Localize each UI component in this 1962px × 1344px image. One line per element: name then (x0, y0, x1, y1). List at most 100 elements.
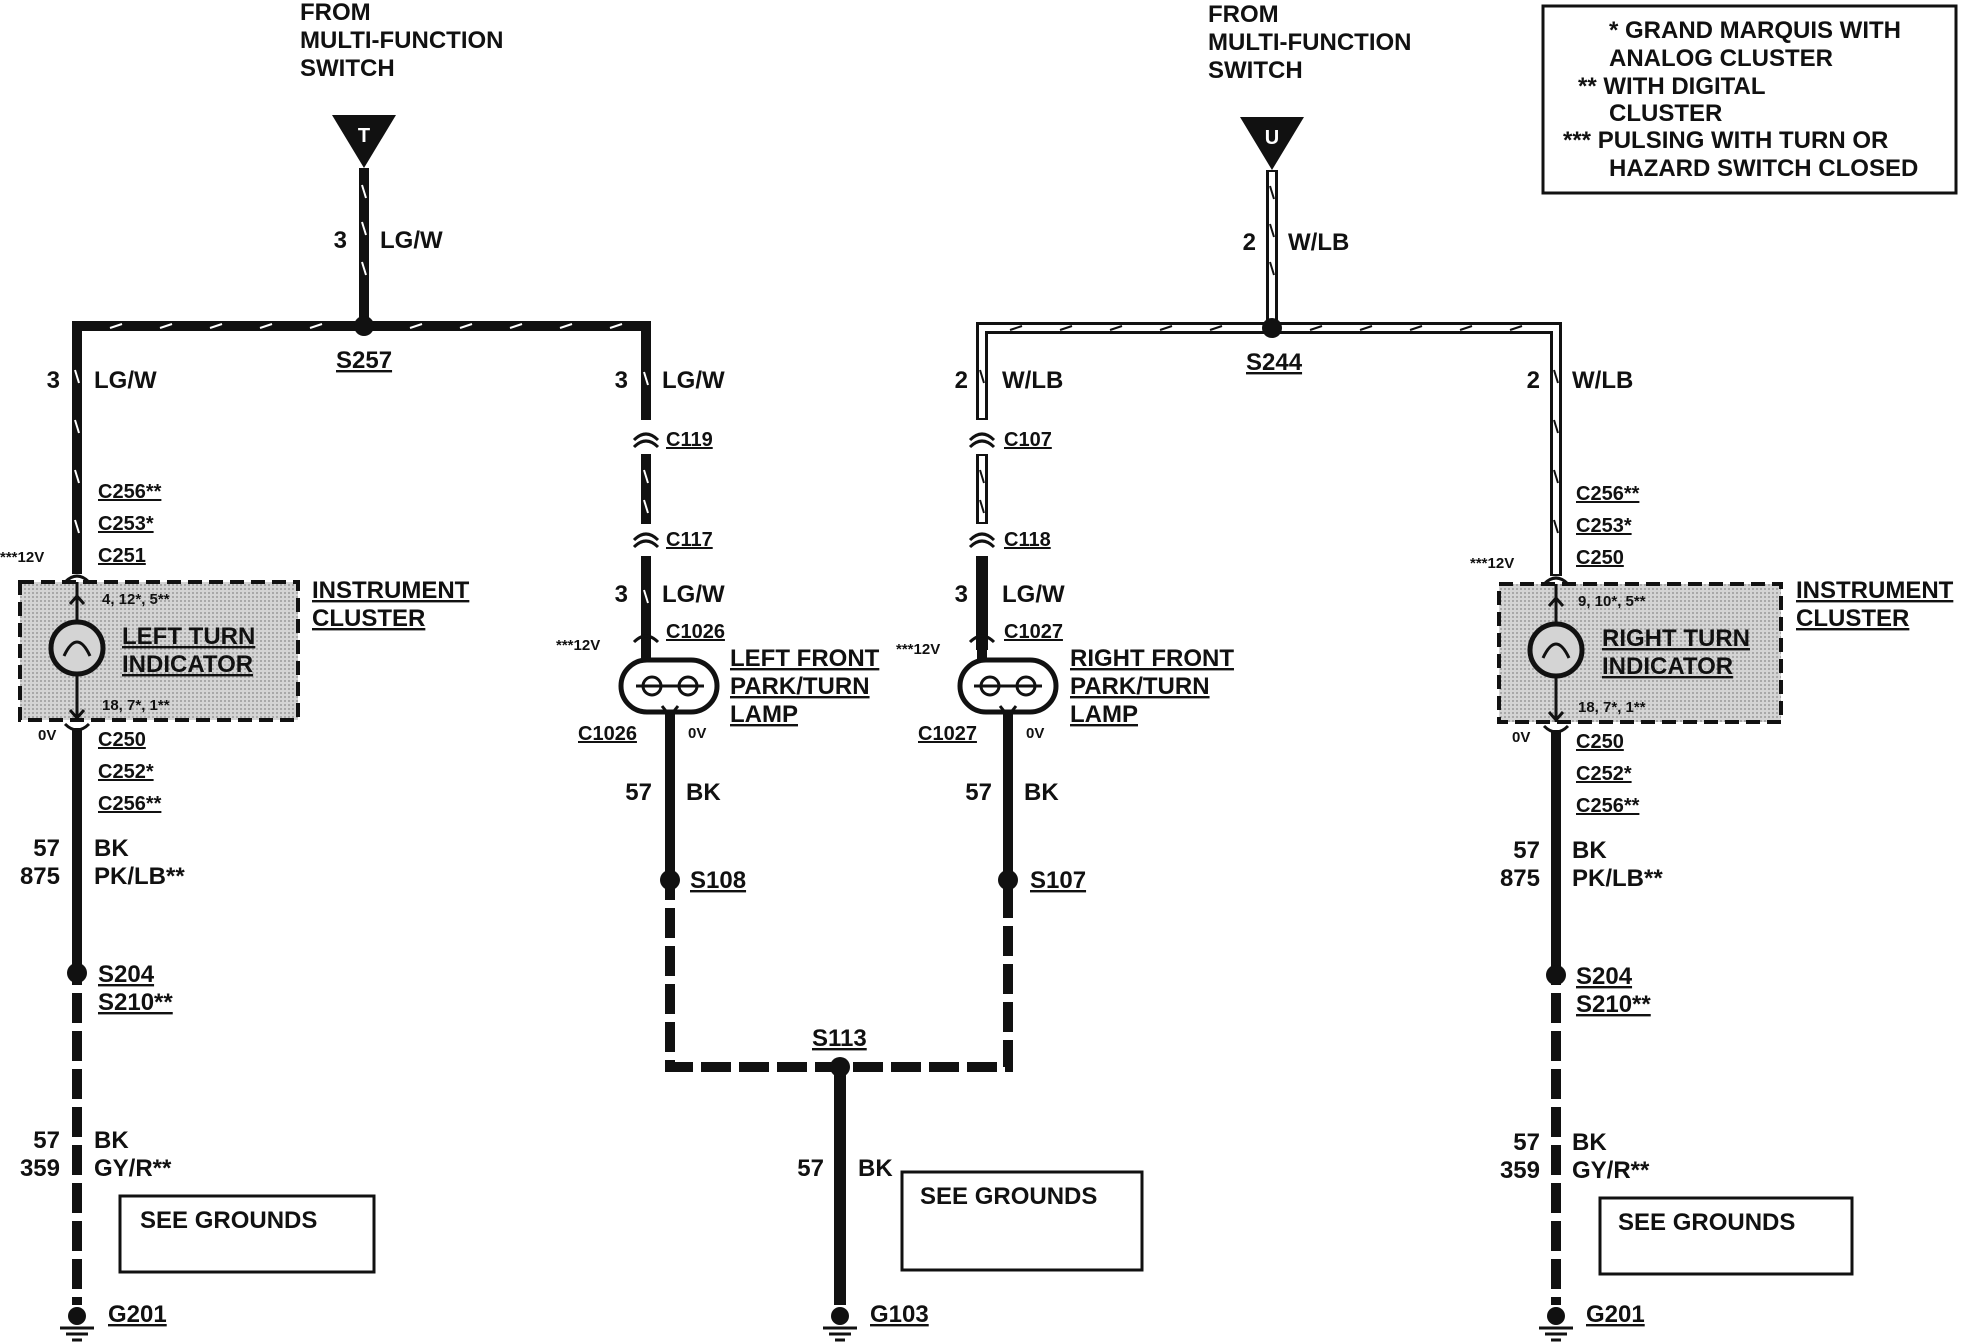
voltage-pulse-right-lamp: ***12V (896, 641, 940, 658)
connector-c118: C118 (1004, 529, 1051, 551)
left-lamp-label-1: LEFT FRONT (730, 645, 880, 672)
left-indicator-pins-top: 4, 12*, 5** (102, 591, 170, 608)
connector-c1027-top: C1027 (1004, 621, 1063, 643)
left-front-lamp (618, 657, 720, 719)
connector-c256-right-top: C256** (1576, 483, 1640, 505)
connector-u-letter: U (1265, 127, 1279, 149)
right-cluster-label-1: INSTRUMENT (1796, 577, 1954, 604)
wire-num-left-ground-4: 359 (20, 1155, 60, 1182)
ground-icon (68, 1307, 86, 1325)
wire-color-top-left: LG/W (380, 227, 443, 254)
connector-u-symbol: U (1240, 117, 1304, 170)
splice-s204-left-label: S204 (98, 961, 155, 988)
right-lamp-label-3: LAMP (1070, 701, 1138, 728)
legend-line-2: ANALOG CLUSTER (1609, 45, 1833, 72)
right-cluster-label-2: CLUSTER (1796, 605, 1909, 632)
wire-color-left-ground-1: BK (94, 835, 129, 862)
voltage-pulse-left-lamp: ***12V (556, 637, 600, 654)
legend-line-6: HAZARD SWITCH CLOSED (1609, 155, 1918, 182)
connector-c256-left-bottom: C256** (98, 793, 162, 815)
splice-dots (67, 316, 1566, 1077)
source-left-line-1: FROM (300, 0, 371, 26)
see-grounds-left-text: SEE GROUNDS (140, 1207, 317, 1234)
right-turn-bulb-icon (1527, 621, 1585, 679)
left-turn-bulb-icon (48, 619, 106, 677)
wire-num-left-ground-2: 875 (20, 863, 60, 890)
splice-s204-right-label: S204 (1576, 963, 1633, 990)
see-grounds-center-text: SEE GROUNDS (920, 1183, 1097, 1210)
splice-s113-label: S113 (812, 1025, 867, 1052)
wire-num-left-ground-3: 57 (33, 1127, 60, 1154)
voltage-zero-right-lamp: 0V (1026, 725, 1044, 742)
ground-g201-left-label: G201 (108, 1301, 167, 1328)
left-instrument-cluster: 4, 12*, 5** LEFT TURN INDICATOR 18, 7*, … (18, 580, 300, 722)
connector-c253-left: C253* (98, 513, 154, 535)
see-grounds-right-text: SEE GROUNDS (1618, 1209, 1795, 1236)
wire-color-lamp-ground-left: BK (686, 779, 721, 806)
right-indicator-label-1: RIGHT TURN (1602, 625, 1750, 652)
ground-icon (1547, 1307, 1565, 1325)
connector-c252-left: C252* (98, 761, 154, 783)
legend-box: * GRAND MARQUIS WITH ANALOG CLUSTER ** W… (1541, 4, 1958, 195)
splice-s210-right-label: S210** (1576, 991, 1651, 1018)
wire-color-top-right: W/LB (1288, 229, 1349, 256)
see-grounds-left: SEE GROUNDS (118, 1194, 376, 1274)
wire-num-lamp-left: 3 (615, 581, 628, 608)
wire-color-lamp-ground-right: BK (1024, 779, 1059, 806)
wire-color-lamp-left: LG/W (662, 581, 725, 608)
connector-labels: C256** C253* C251 C250 C252* C256** C256… (98, 429, 1640, 817)
wire-color-right-ground-2: PK/LB** (1572, 865, 1663, 892)
connector-c1026-bottom: C1026 (578, 723, 637, 745)
wire-color-right-branch: W/LB (1572, 367, 1633, 394)
ground-g201-left: G201 (60, 1301, 167, 1342)
splice-labels: S257 S244 S108 S107 S113 S204 S210** S20… (98, 347, 1651, 1052)
wlb-circuit (976, 170, 1562, 650)
wire-color-right-ground-1: BK (1572, 837, 1607, 864)
ground-g201-right-label: G201 (1586, 1301, 1645, 1328)
source-right-line-2: MULTI-FUNCTION (1208, 29, 1412, 56)
right-indicator-pins-bottom: 18, 7*, 1** (1578, 699, 1646, 716)
wire-num-lamp-ground-left: 57 (625, 779, 652, 806)
connector-c253-right: C253* (1576, 515, 1632, 537)
wire-color-left-ground-2: PK/LB** (94, 863, 185, 890)
wire-num-right-branch: 2 (1527, 367, 1540, 394)
left-indicator-label-1: LEFT TURN (122, 623, 255, 650)
right-indicator-pins-top: 9, 10*, 5** (1578, 593, 1646, 610)
left-cluster-label-2: CLUSTER (312, 605, 425, 632)
ground-icon (831, 1307, 849, 1325)
connector-c250-right-top: C250 (1576, 547, 1624, 569)
wire-num-center-right: 2 (955, 367, 968, 394)
source-right-line-3: SWITCH (1208, 57, 1303, 84)
source-right-label: FROM MULTI-FUNCTION SWITCH (1208, 1, 1412, 84)
wire-num-top-right: 2 (1243, 229, 1256, 256)
voltage-zero-left-cluster: 0V (38, 727, 56, 744)
right-indicator-label-2: INDICATOR (1602, 653, 1733, 680)
legend-line-1: * GRAND MARQUIS WITH (1609, 17, 1901, 44)
wire-color-center-right: W/LB (1002, 367, 1063, 394)
wire-num-left-ground-1: 57 (33, 835, 60, 862)
connector-c117: C117 (666, 529, 713, 551)
legend-line-5: *** PULSING WITH TURN OR (1563, 127, 1888, 154)
left-lamp-label-3: LAMP (730, 701, 798, 728)
wire-num-lamp-ground-right: 57 (965, 779, 992, 806)
right-lamp-label-1: RIGHT FRONT (1070, 645, 1234, 672)
see-grounds-right: SEE GROUNDS (1598, 1196, 1854, 1276)
splice-s108-label: S108 (690, 867, 746, 894)
splice-s210-left-label: S210** (98, 989, 173, 1016)
ground-g103: G103 (823, 1301, 929, 1342)
voltage-pulse-right-cluster: ***12V (1470, 555, 1514, 572)
legend-line-3: ** WITH DIGITAL (1578, 73, 1766, 100)
ground-g201-right: G201 (1539, 1301, 1645, 1342)
legend-line-4: CLUSTER (1609, 100, 1722, 127)
source-left-line-2: MULTI-FUNCTION (300, 27, 504, 54)
connector-t-letter: T (358, 125, 370, 147)
source-right-line-1: FROM (1208, 1, 1279, 28)
connector-c256-left-top: C256** (98, 481, 162, 503)
lgw-hash-marks (74, 184, 649, 604)
wire-num-right-ground-4: 359 (1500, 1157, 1540, 1184)
voltage-pulse-left-cluster: ***12V (0, 549, 44, 566)
ground-g103-label: G103 (870, 1301, 929, 1328)
splice-s257-label: S257 (336, 347, 392, 374)
right-front-lamp (957, 657, 1059, 719)
